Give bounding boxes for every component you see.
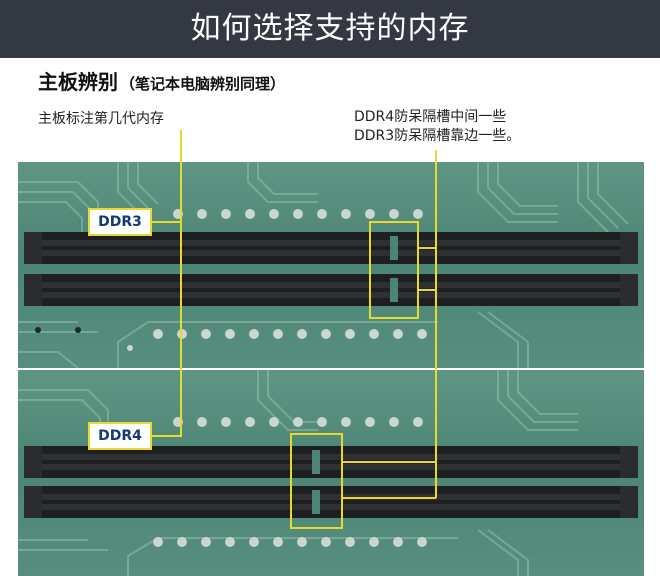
ddr4-label: DDR4	[88, 422, 152, 450]
contact-pads-bottom	[35, 327, 427, 351]
motherboard-label-note: 主板标注第几代内存	[38, 111, 164, 127]
section-title: 主板辨别（笔记本电脑辨别同理）	[38, 66, 285, 95]
ddr4-board-graphic	[18, 370, 638, 576]
ddr3-board-graphic	[18, 162, 638, 368]
ddr4-slot-2	[24, 486, 638, 518]
ddr4-motherboard-image	[18, 370, 644, 576]
ddr3-label: DDR3	[88, 208, 152, 236]
ddr3-slot-2	[24, 274, 638, 306]
page-title: 如何选择支持的内存	[190, 11, 470, 46]
page-header: 如何选择支持的内存	[0, 0, 660, 58]
pcb-traces	[18, 162, 629, 368]
ddr3-motherboard-image	[18, 162, 644, 368]
contact-pads-top	[173, 417, 423, 427]
ddr4-slot-1	[24, 446, 638, 478]
notch-position-note: DDR4防呆隔槽中间一些 DDR3防呆隔槽靠边一些。	[354, 108, 520, 146]
contact-pads-top	[173, 209, 423, 219]
section-subtitle: （笔记本电脑辨别同理）	[120, 75, 286, 93]
ddr3-notch-note: DDR3防呆隔槽靠边一些。	[354, 128, 521, 144]
ddr3-slot-1	[24, 232, 638, 264]
section-title-main: 主板辨别	[38, 70, 118, 94]
contact-pads-bottom	[153, 537, 427, 547]
ddr4-notch-note: DDR4防呆隔槽中间一些	[354, 109, 507, 125]
